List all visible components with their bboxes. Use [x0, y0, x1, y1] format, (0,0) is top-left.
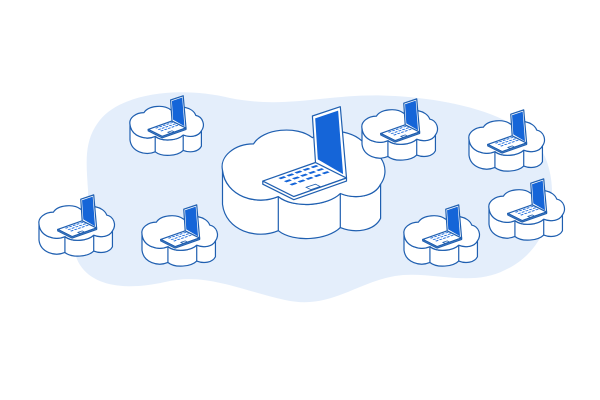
- laptop-icon: [57, 194, 98, 239]
- satellite-cloud-node: [38, 194, 116, 257]
- network-nodes: [38, 95, 566, 267]
- satellite-cloud-node: [403, 204, 481, 267]
- laptop-icon: [160, 204, 201, 249]
- satellite-cloud-node: [141, 204, 219, 267]
- central-cloud-node: [221, 106, 386, 240]
- satellite-cloud-node: [488, 178, 566, 241]
- laptop-icon: [380, 98, 421, 143]
- laptop-icon: [422, 204, 463, 249]
- satellite-cloud-node: [129, 95, 204, 156]
- satellite-cloud-node: [468, 109, 546, 172]
- laptop-icon: [147, 95, 187, 139]
- laptop-icon: [487, 109, 528, 154]
- laptop-icon: [262, 106, 348, 201]
- laptop-icon: [507, 178, 548, 223]
- satellite-cloud-node: [361, 98, 439, 161]
